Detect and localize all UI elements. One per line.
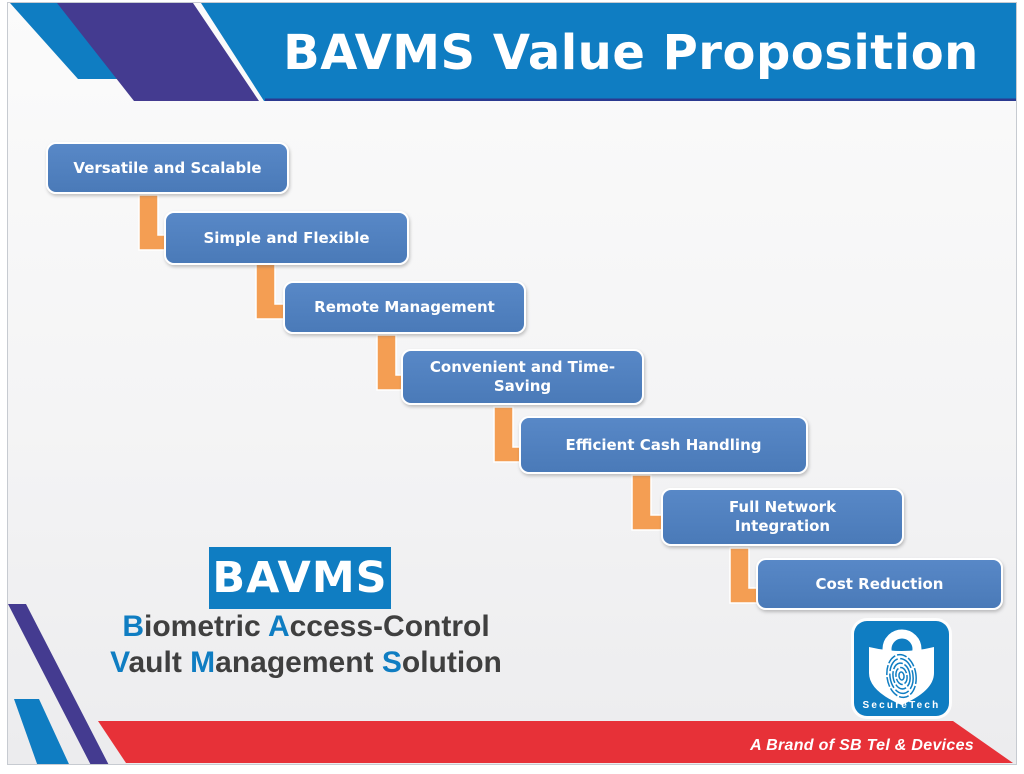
step-box-cost: Cost Reduction — [756, 558, 1003, 610]
step-box-convenient: Convenient and Time-Saving — [401, 349, 644, 405]
step-label: Convenient and Time-Saving — [429, 358, 616, 395]
slide: BAVMS Value Proposition Versatile and Sc… — [7, 2, 1017, 765]
header-stripe-blue — [10, 3, 181, 79]
securetech-logo-graphic — [869, 629, 934, 705]
step-box-remote: Remote Management — [283, 281, 526, 334]
tagline-line1: Biometric Access-Control — [122, 610, 490, 643]
step-box-simple: Simple and Flexible — [164, 211, 409, 265]
step-label: Versatile and Scalable — [73, 158, 262, 177]
tagline-line2: Vault Management Solution — [110, 646, 502, 679]
securetech-logo-label: SecureTech — [862, 700, 941, 711]
step-label: Cost Reduction — [815, 574, 944, 593]
slide-title: BAVMS Value Proposition — [283, 25, 979, 81]
corner-stripe-blue — [14, 699, 69, 764]
step-box-cash: Efficient Cash Handling — [519, 416, 808, 474]
fingerprint-icon — [886, 653, 917, 699]
footer-brand-line: A Brand of SB Tel & Devices — [750, 737, 974, 754]
shield-icon — [869, 647, 934, 705]
step-label: Full Network Integration — [728, 498, 837, 535]
bavms-acronym: BAVMS — [212, 553, 388, 603]
bavms-tagline: Biometric Access-Control Vault Managemen… — [86, 609, 526, 681]
bavms-acronym-badge: BAVMS — [209, 547, 391, 609]
securetech-logo: SecureTech — [854, 621, 949, 716]
step-box-network: Full Network Integration — [661, 488, 904, 546]
step-box-versatile: Versatile and Scalable — [46, 142, 289, 194]
header-stripe-purple — [57, 3, 259, 101]
step-label: Simple and Flexible — [203, 228, 370, 247]
step-label: Efficient Cash Handling — [565, 435, 762, 454]
step-label: Remote Management — [314, 298, 495, 316]
